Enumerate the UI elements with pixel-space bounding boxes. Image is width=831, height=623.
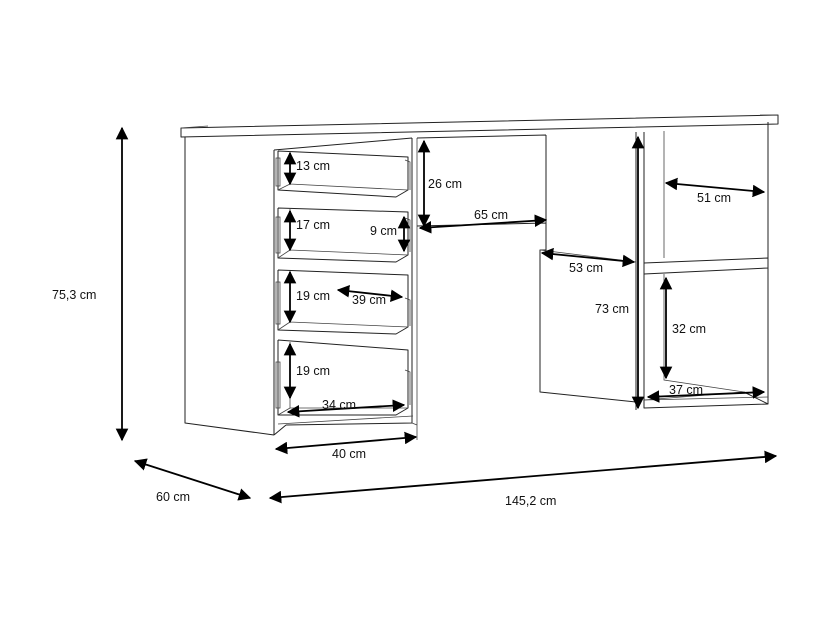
label-middle-depth: 53 cm (569, 261, 603, 275)
label-drawer-opening: 9 cm (370, 224, 397, 238)
drawer-1 (275, 150, 409, 198)
label-shelf-width: 51 cm (697, 191, 731, 205)
drawer-inner-width-arrow (336, 284, 404, 303)
label-drawer1-height: 13 cm (296, 159, 330, 173)
label-drawer4-height: 19 cm (296, 364, 330, 378)
depth-arrow (133, 458, 252, 501)
drawer-width-arrow (274, 431, 418, 455)
label-drawer3-height: 19 cm (296, 289, 330, 303)
tabletop (180, 114, 779, 138)
label-width-total: 145,2 cm (505, 494, 556, 508)
label-drawer-inner-width: 39 cm (352, 293, 386, 307)
label-upper-opening: 26 cm (428, 177, 462, 191)
right-pedestal (635, 122, 769, 410)
label-drawer-width: 40 cm (332, 447, 366, 461)
label-drawer2-height: 17 cm (296, 218, 330, 232)
dimension-lines (115, 126, 778, 504)
shelf-width-arrow (664, 177, 766, 198)
middle-width-arrow (418, 214, 548, 234)
left-side-panel (184, 137, 275, 436)
middle-depth-arrow (540, 247, 636, 268)
label-shelf-height: 32 cm (672, 322, 706, 336)
label-drawer-inner-depth: 34 cm (322, 398, 356, 412)
dimension-labels: 75,3 cm 60 cm 145,2 cm 40 cm 13 cm 17 cm… (52, 159, 731, 508)
label-depth-total: 60 cm (156, 490, 190, 504)
label-middle-width: 65 cm (474, 208, 508, 222)
drawer-unit-frame (273, 137, 413, 436)
drawer-inner-depth-arrow (286, 399, 406, 418)
label-shelf-depth: 37 cm (669, 383, 703, 397)
width-arrow (268, 450, 778, 504)
label-height-total: 75,3 cm (52, 288, 96, 302)
label-leg-height: 73 cm (595, 302, 629, 316)
shelf-depth-arrow (646, 386, 766, 403)
modesty-panel (416, 134, 637, 403)
